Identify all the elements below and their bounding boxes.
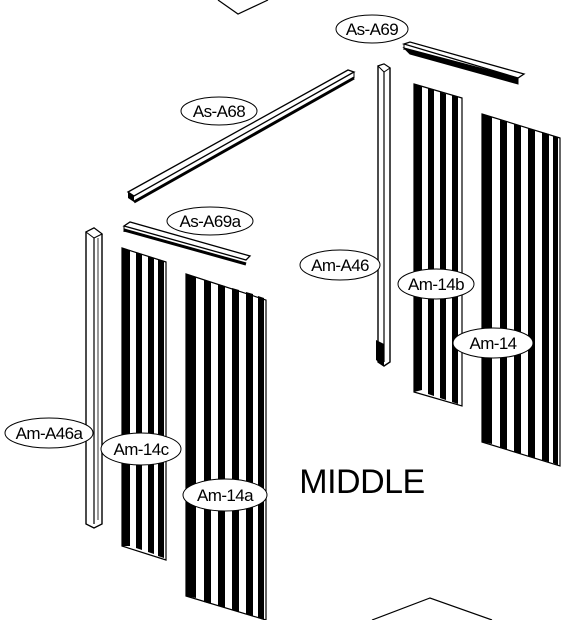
label-am-a46a-text: Am-A46a <box>16 424 84 443</box>
label-as-a69a: As-A69a <box>166 206 254 236</box>
post-am-a46a <box>85 227 103 529</box>
bottom-outline <box>371 597 493 620</box>
label-as-a69-text: As-A69 <box>346 20 398 39</box>
label-am-14b: Am-14b <box>397 268 475 300</box>
post-am-a46 <box>376 63 391 367</box>
label-am-14-text: Am-14 <box>469 334 516 353</box>
rail-as-a69a <box>122 221 252 266</box>
label-as-a69a-text: As-A69a <box>179 212 241 231</box>
label-am-14a-text: Am-14a <box>197 486 254 505</box>
label-am-14c: Am-14c <box>100 432 182 466</box>
label-am-a46-text: Am-A46 <box>311 256 369 275</box>
label-am-14a: Am-14a <box>182 478 268 512</box>
label-as-a68-text: As-A68 <box>193 102 245 121</box>
panel-am-14b <box>413 83 463 407</box>
label-am-14: Am-14 <box>452 327 534 359</box>
label-am-a46a: Am-A46a <box>4 417 94 449</box>
top-outline <box>217 0 269 15</box>
rail-as-a69 <box>401 41 526 85</box>
rail-as-a68 <box>126 69 356 204</box>
label-as-a68: As-A68 <box>180 96 258 126</box>
label-as-a69: As-A69 <box>335 14 409 44</box>
label-am-14b-text: Am-14b <box>408 275 464 294</box>
panel-am-14 <box>481 113 561 467</box>
panel-am-14c <box>121 247 167 561</box>
panel-am-14a <box>185 273 267 620</box>
label-am-a46: Am-A46 <box>299 249 381 281</box>
label-am-14c-text: Am-14c <box>114 440 170 459</box>
diagram-title: MIDDLE <box>299 463 424 501</box>
